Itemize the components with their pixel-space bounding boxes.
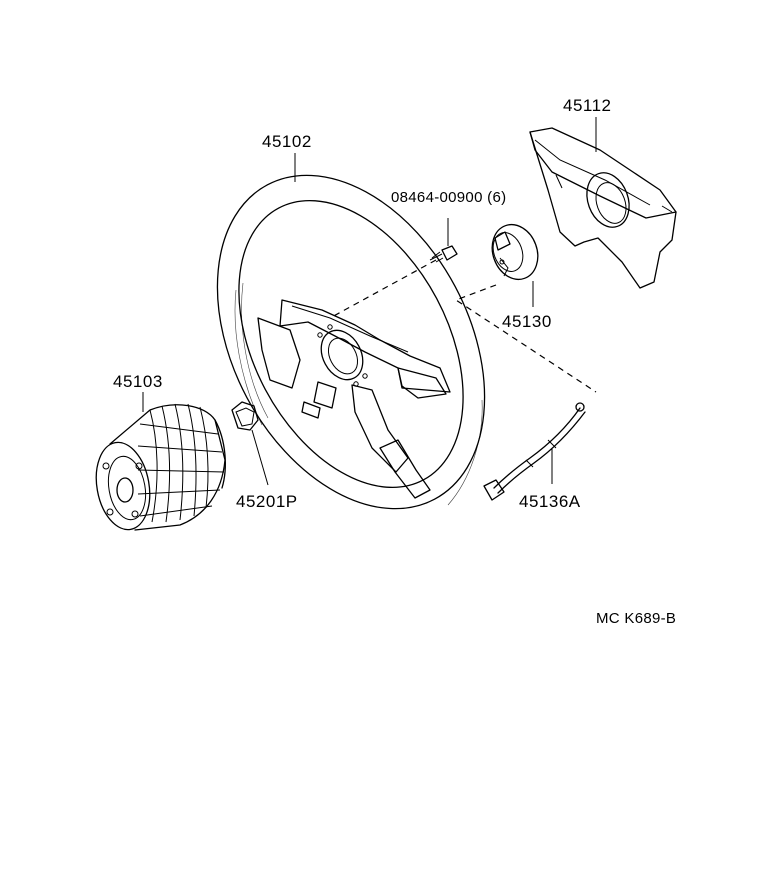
label-45136A: 45136A bbox=[519, 492, 581, 511]
screw bbox=[429, 245, 458, 263]
hub-nut bbox=[231, 401, 259, 431]
leader-45201P bbox=[251, 429, 269, 486]
horn-wire-harness bbox=[483, 402, 586, 501]
label-45103: 45103 bbox=[113, 372, 163, 391]
assembly-line-screw bbox=[329, 259, 437, 319]
steering-wheel bbox=[216, 174, 486, 510]
label-45130: 45130 bbox=[502, 312, 552, 331]
label-45112: 45112 bbox=[563, 96, 612, 115]
cancel-cam bbox=[491, 223, 539, 281]
steering-hub bbox=[95, 403, 226, 531]
horn-pad bbox=[529, 127, 677, 289]
label-08464: 08464-00900 (6) bbox=[391, 189, 506, 206]
label-45102: 45102 bbox=[262, 132, 312, 151]
diagram-code: MC K689-B bbox=[596, 610, 676, 627]
label-45201P: 45201P bbox=[236, 492, 298, 511]
assembly-line-harness bbox=[454, 284, 597, 393]
